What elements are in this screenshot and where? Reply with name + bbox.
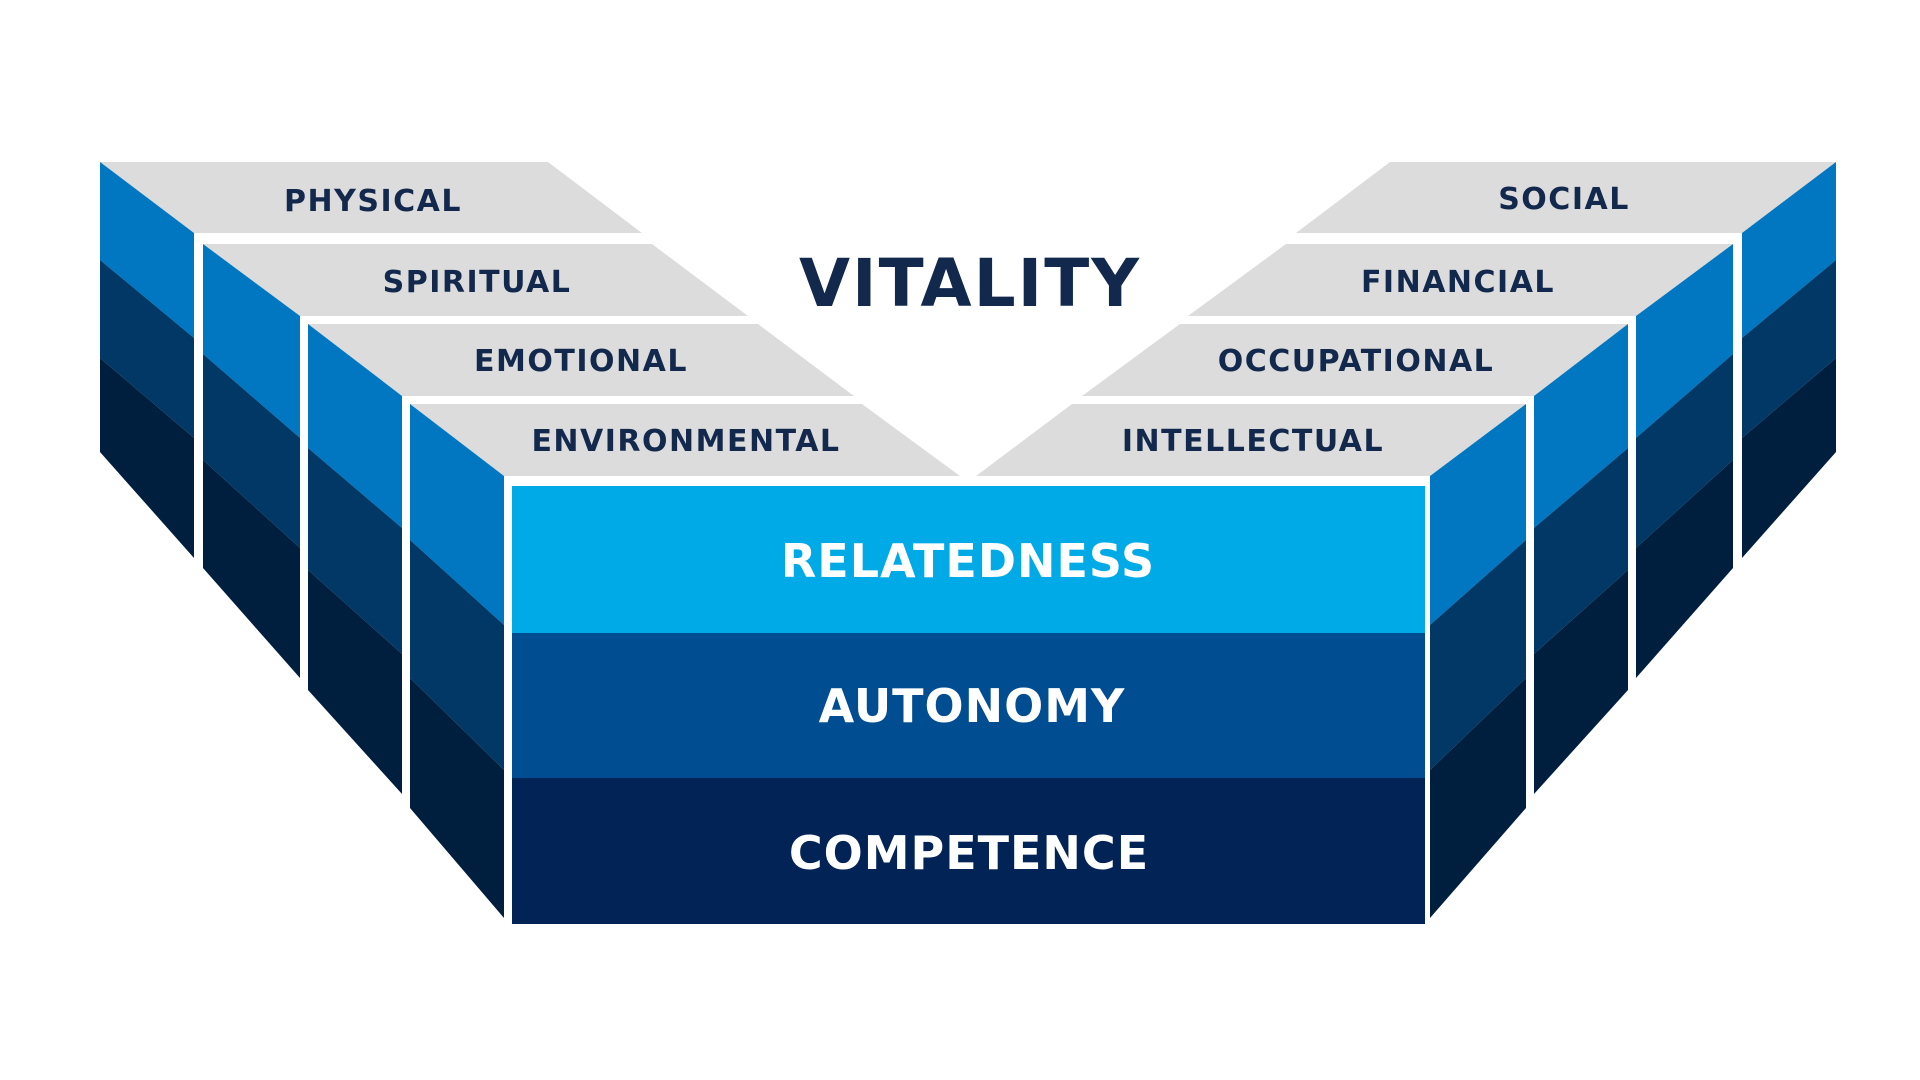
right-tier-occupational-side-dark xyxy=(1534,570,1628,794)
right-tier-financial-side-light xyxy=(1636,244,1733,438)
right-tier-intellectual-side-mid xyxy=(1430,540,1526,770)
right-tier-occupational-side-mid xyxy=(1534,448,1628,654)
core-competence-layer xyxy=(512,778,1425,924)
left-tier-spiritual-side-dark xyxy=(203,460,300,678)
left-tier-environmental-side-mid xyxy=(410,540,504,770)
left-tier-physical-label: PHYSICAL xyxy=(284,184,462,219)
right-tier-intellectual-side-dark xyxy=(1430,678,1526,918)
left-tier-physical-side-dark xyxy=(100,358,194,558)
core-relatedness-layer xyxy=(512,486,1425,633)
left-tier-spiritual-side-light xyxy=(203,244,300,438)
right-tier-occupational: OCCUPATIONAL xyxy=(1082,324,1628,794)
right-tier-social-side-mid xyxy=(1742,260,1836,438)
core-stack: RELATEDNESS AUTONOMY COMPETENCE xyxy=(512,486,1425,924)
right-tier-intellectual-top xyxy=(976,404,1526,476)
left-tier-physical-top xyxy=(100,162,642,233)
right-tier-intellectual: INTELLECTUAL xyxy=(976,404,1526,918)
left-tier-physical-side-light xyxy=(100,162,194,338)
left-tier-spiritual-side-mid xyxy=(203,354,300,548)
core-autonomy-layer xyxy=(512,633,1425,778)
right-tier-intellectual-side-light xyxy=(1430,404,1526,625)
left-tier-physical-side-mid xyxy=(100,260,194,438)
right-tier-social-label: SOCIAL xyxy=(1498,182,1630,217)
left-tier-environmental-top xyxy=(410,404,960,476)
right-tier-financial-top xyxy=(1188,244,1733,316)
left-tier-emotional-side-mid xyxy=(308,448,402,654)
right-tier-occupational-label: OCCUPATIONAL xyxy=(1218,344,1495,379)
left-tier-emotional-label: EMOTIONAL xyxy=(474,344,688,379)
left-tier-spiritual-label: SPIRITUAL xyxy=(383,265,572,300)
right-tier-social-side-dark xyxy=(1742,358,1836,558)
left-tier-environmental: ENVIRONMENTAL xyxy=(410,404,960,918)
left-tier-physical: PHYSICAL xyxy=(100,162,642,558)
left-tier-emotional-top xyxy=(308,324,854,396)
left-tier-emotional-side-dark xyxy=(308,570,402,794)
right-tier-financial-side-dark xyxy=(1636,460,1733,678)
left-tier-spiritual: SPIRITUAL xyxy=(203,244,748,678)
left-tier-emotional-side-light xyxy=(308,324,402,528)
diagram-title: VITALITY xyxy=(799,245,1141,322)
right-tier-financial-label: FINANCIAL xyxy=(1361,265,1555,300)
right-tier-financial: FINANCIAL xyxy=(1188,244,1733,678)
core-competence-label: COMPETENCE xyxy=(789,826,1149,880)
right-tier-intellectual-label: INTELLECTUAL xyxy=(1122,424,1384,459)
right-tier-social-side-light xyxy=(1742,162,1836,338)
right-tier-occupational-side-light xyxy=(1534,324,1628,528)
core-autonomy-label: AUTONOMY xyxy=(819,679,1126,733)
left-tier-environmental-side-dark xyxy=(410,678,504,918)
right-tier-social: SOCIAL xyxy=(1296,162,1836,558)
left-tier-environmental-label: ENVIRONMENTAL xyxy=(531,424,840,459)
right-tier-occupational-top xyxy=(1082,324,1628,396)
left-tier-spiritual-top xyxy=(203,244,748,316)
right-tier-financial-side-mid xyxy=(1636,354,1733,548)
core-relatedness-label: RELATEDNESS xyxy=(781,534,1155,588)
left-tier-emotional: EMOTIONAL xyxy=(308,324,854,794)
left-tier-environmental-side-light xyxy=(410,404,504,625)
right-tier-social-top xyxy=(1296,162,1836,233)
